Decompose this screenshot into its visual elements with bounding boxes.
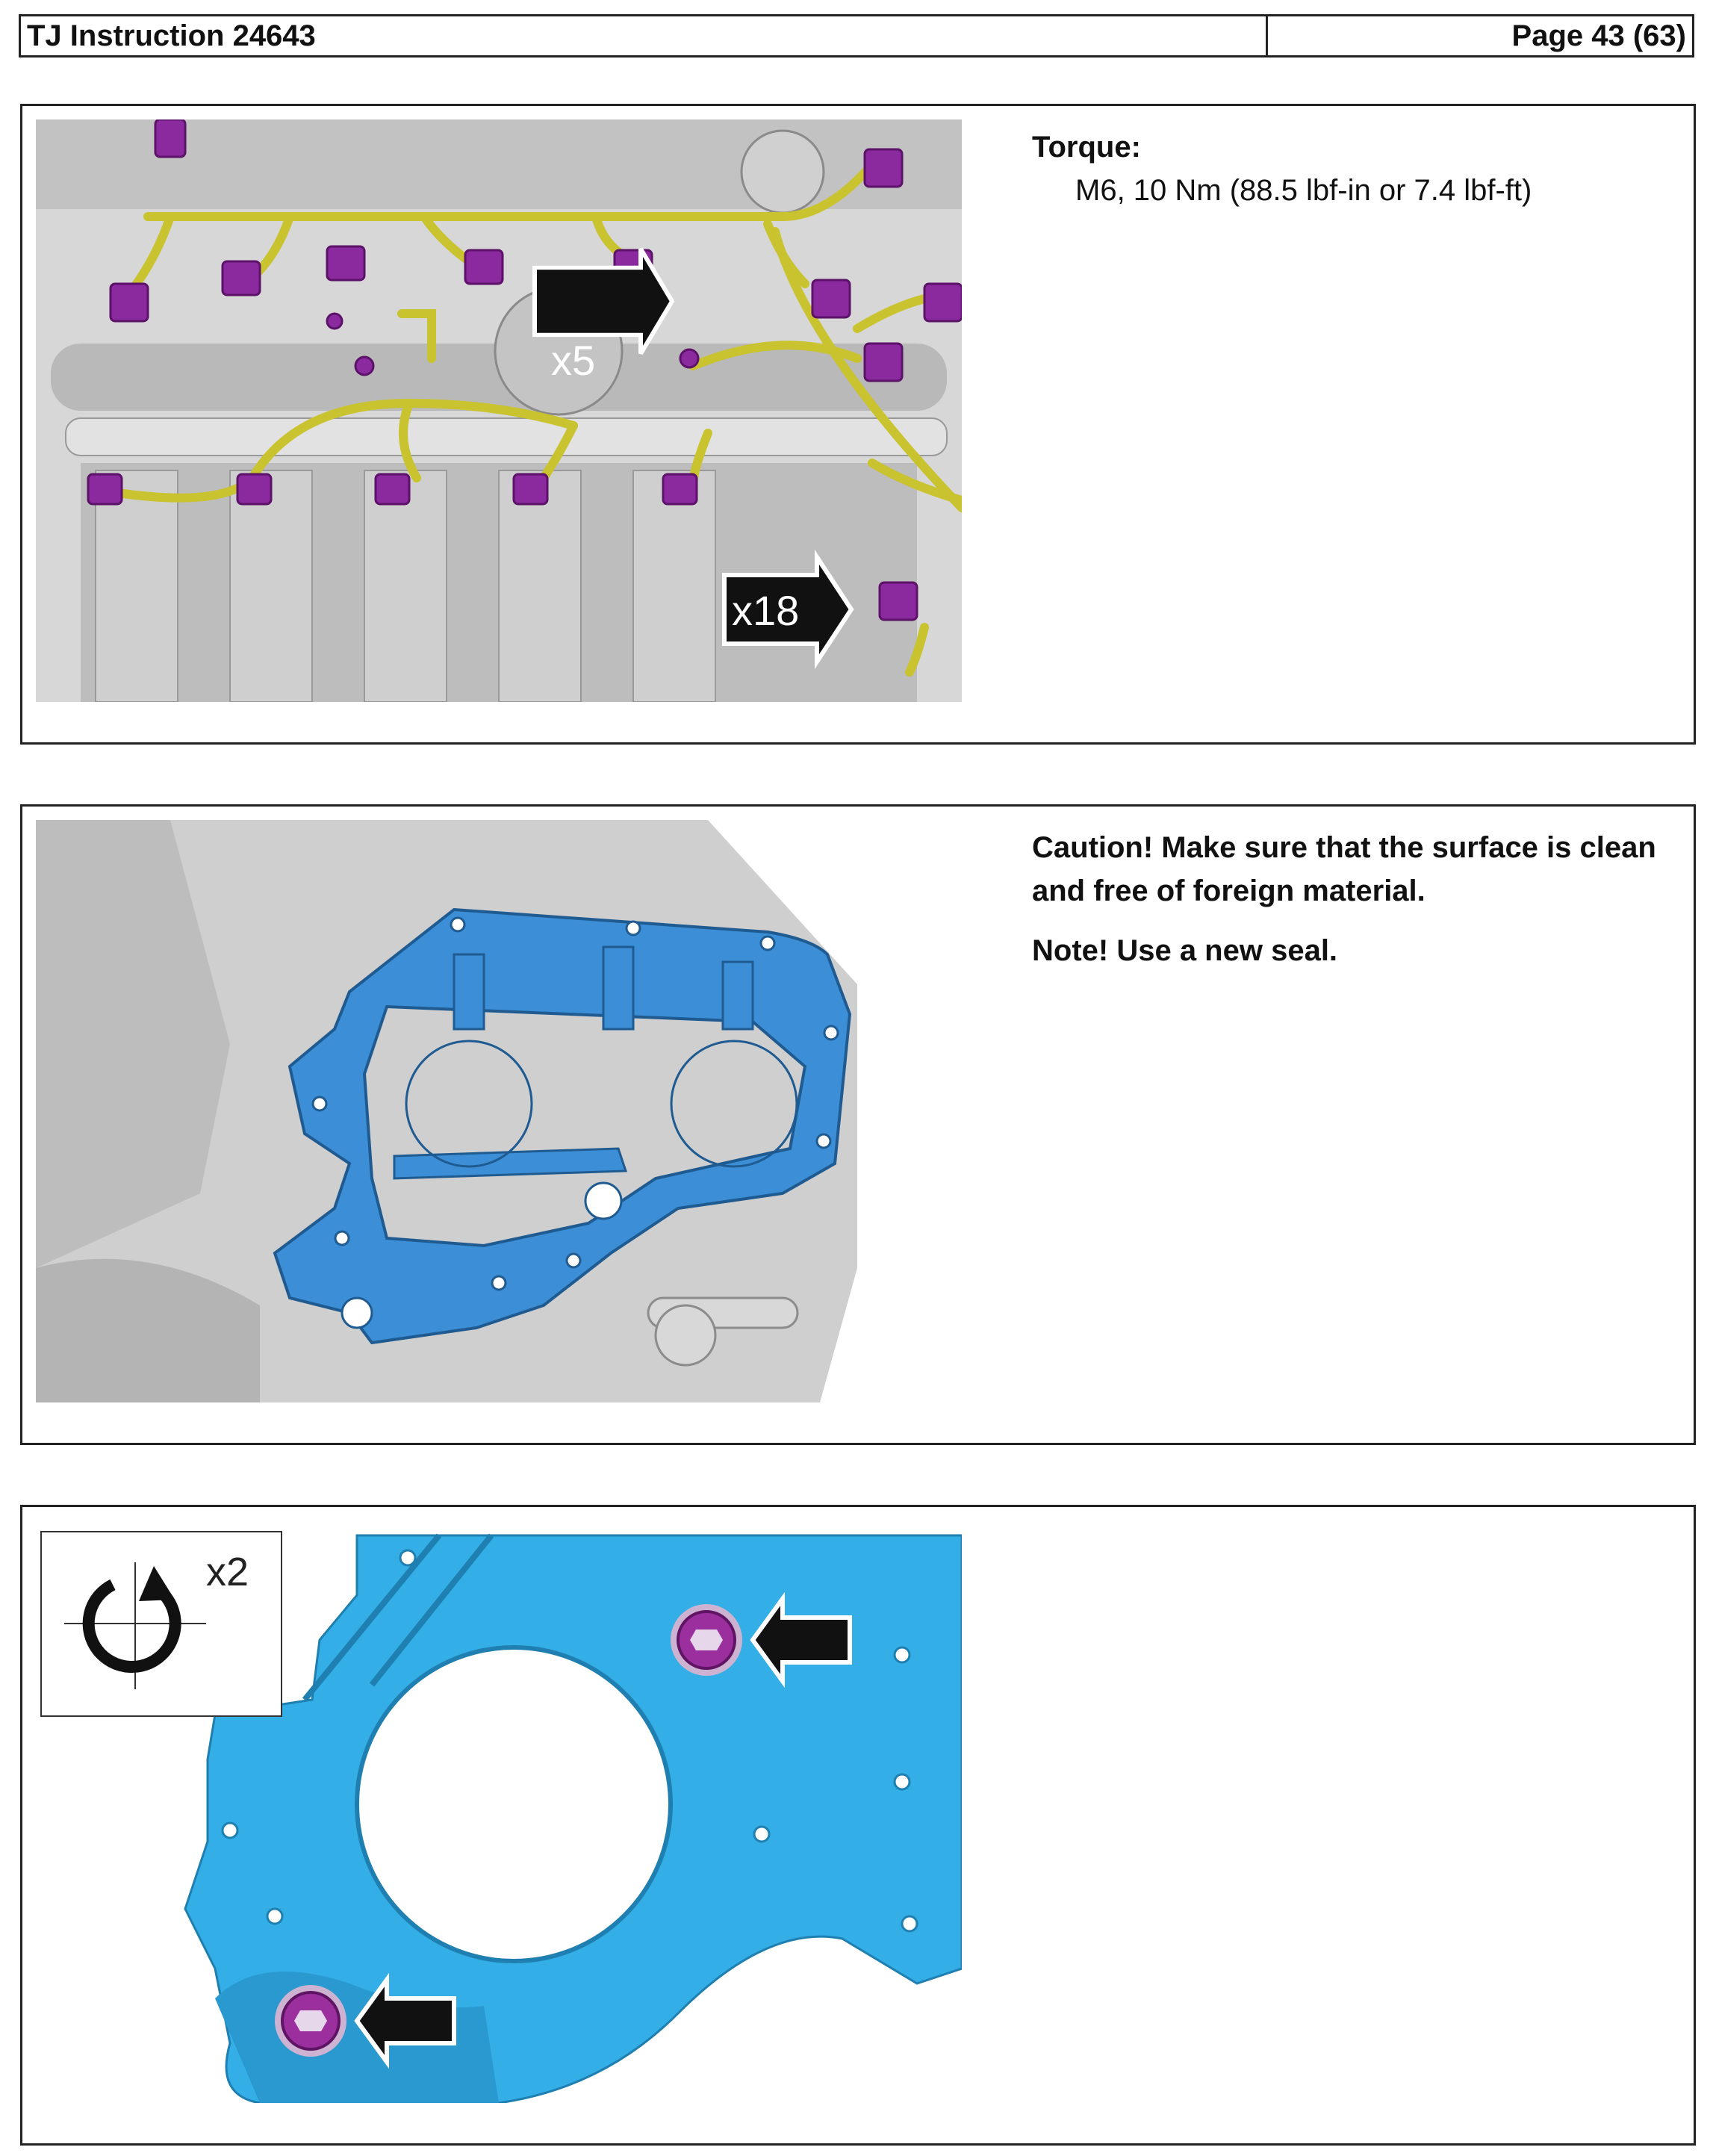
step-2-panel: Caution! Make sure that the surface is c… xyxy=(20,804,1696,1445)
callout-x5-label: x5 xyxy=(551,337,596,384)
callout-x18-label: x18 xyxy=(732,587,800,634)
gasket-illustration xyxy=(36,820,962,1402)
step-2-text: Caution! Make sure that the surface is c… xyxy=(1032,826,1686,989)
page-header: TJ Instruction 24643 Page 43 (63) xyxy=(19,14,1694,58)
rotation-arrow-icon xyxy=(64,1562,206,1689)
torque-heading: Torque: xyxy=(1032,131,1141,164)
rotation-count-box: x2 xyxy=(40,1531,282,1717)
step-1-text: Torque: M6, 10 Nm (88.5 lbf-in or 7.4 lb… xyxy=(1032,125,1686,212)
cover-bolts-illustration: x2 xyxy=(36,1520,962,2103)
engine-harness-illustration: x5 x18 xyxy=(36,119,962,702)
rotation-count-label: x2 xyxy=(206,1550,249,1594)
torque-value: M6, 10 Nm (88.5 lbf-in or 7.4 lbf-ft) xyxy=(1075,174,1532,207)
document-title: TJ Instruction 24643 xyxy=(21,16,1268,55)
step-1-panel: x5 x18 Torque: M6, 10 Nm (88.5 lbf-in or… xyxy=(20,104,1696,745)
callout-x5-arrow xyxy=(532,247,675,355)
page-number: Page 43 (63) xyxy=(1511,19,1686,52)
caution-text: Caution! Make sure that the surface is c… xyxy=(1032,831,1656,907)
step-3-panel: x2 xyxy=(20,1505,1696,2146)
note-text: Note! Use a new seal. xyxy=(1032,934,1338,967)
arrow-left-icon xyxy=(354,1591,852,2069)
